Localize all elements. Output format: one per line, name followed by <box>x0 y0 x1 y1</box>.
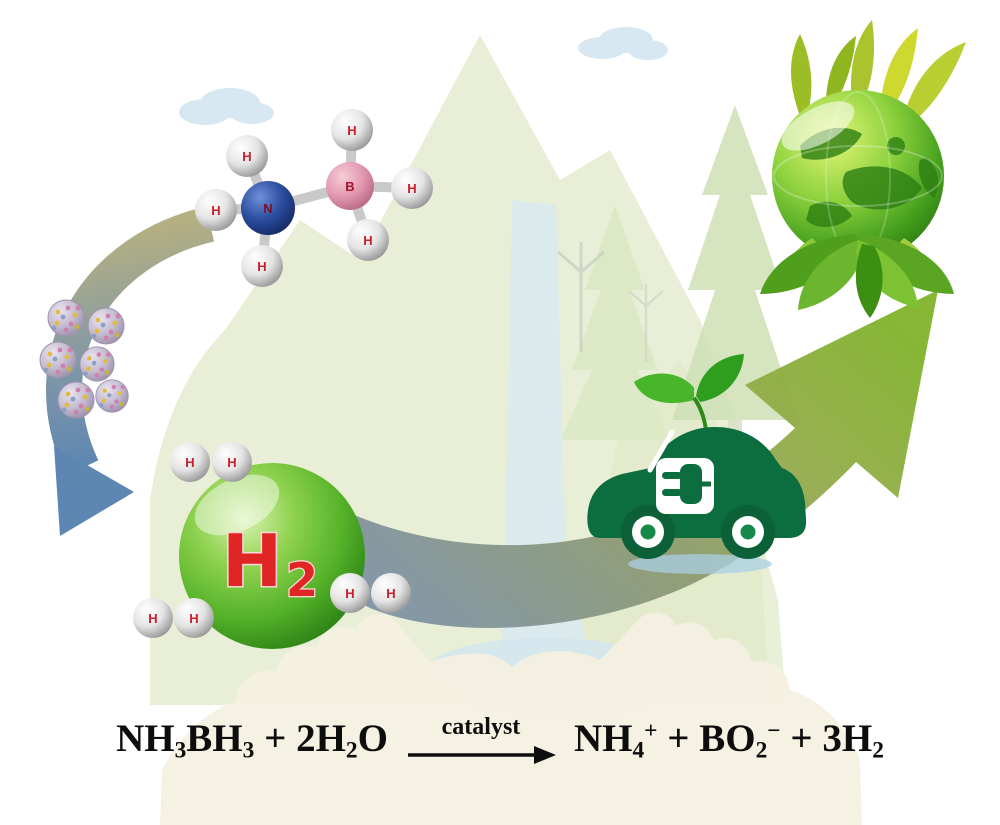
atom-label-h: H <box>242 149 251 164</box>
catalyst-nanoparticle-icon <box>47 299 85 337</box>
atom-label-h: H <box>189 611 198 626</box>
leaf-icon <box>760 234 858 294</box>
catalyst-nanoparticle-icon <box>87 307 125 345</box>
atom-label-h: H <box>363 233 372 248</box>
cloud <box>179 88 274 125</box>
pine-tree <box>672 105 798 460</box>
atom-label-b: B <box>345 179 354 194</box>
atom-label-h: H <box>211 203 220 218</box>
windmill <box>628 284 664 362</box>
atom-label-h: H <box>185 455 194 470</box>
charging-plug-icon <box>656 458 714 514</box>
hydrogen-atom <box>391 167 433 209</box>
grass-blade <box>791 34 812 118</box>
green-car <box>587 354 807 574</box>
equation-rhs: NH4+ + BO2− + 3H2 <box>573 716 884 764</box>
grass-blade <box>880 28 918 118</box>
atom-label-h: H <box>345 586 354 601</box>
car-wheel <box>621 505 675 559</box>
windmill <box>557 242 605 352</box>
leaf-icon <box>696 354 744 402</box>
atom-label-h: H <box>227 455 236 470</box>
waterfall <box>500 200 586 655</box>
cloud <box>578 27 668 60</box>
leaf-icon <box>798 240 864 310</box>
hydrogen-atom <box>241 245 283 287</box>
pine-tree <box>560 205 670 440</box>
car-wheel <box>721 505 775 559</box>
reaction-arrow-block: catalyst <box>406 715 556 766</box>
h2-bubble: H 2 <box>179 463 365 649</box>
h2-molecule: H H <box>133 598 214 638</box>
grass-blade <box>850 20 875 110</box>
chemical-equation: NH3BH3 + 2H2O catalyst NH4+ + BO2− + 3H2 <box>0 698 1000 782</box>
h2-bubble-label: H <box>222 519 282 603</box>
catalyst-nanoparticle-icon <box>79 346 115 382</box>
globe-highlight <box>781 101 855 151</box>
atom-label-h: H <box>148 611 157 626</box>
h2-bubble-highlight <box>194 474 280 536</box>
atom-label-h: H <box>347 123 356 138</box>
reaction-arrow-icon <box>407 745 556 764</box>
nitrogen-atom <box>241 181 295 235</box>
left-cycle-arrowhead <box>54 446 134 536</box>
hydrogen-atom <box>226 135 268 177</box>
leaf-stem <box>692 396 708 431</box>
leaf-icon <box>858 234 954 294</box>
hydrogen-atom <box>347 219 389 261</box>
catalyst-nanoparticle-icon <box>95 379 129 413</box>
atom-label-h: H <box>257 259 266 274</box>
catalyst-nanoparticle-icon <box>57 381 95 419</box>
ammonia-borane-molecule: H H H H H H B N <box>195 109 433 287</box>
cupped-hand-left <box>160 614 512 825</box>
grass-blade <box>826 36 856 110</box>
boron-atom <box>326 162 374 210</box>
hydrogen-atom <box>195 189 237 231</box>
car-shadow <box>628 554 772 574</box>
leaf-icon <box>634 373 694 404</box>
grass-blade <box>902 42 966 128</box>
h2-molecule: H H <box>330 573 411 613</box>
swoosh-arrow <box>322 290 938 628</box>
equation-lhs: NH3BH3 + 2H2O <box>116 716 388 764</box>
catalyst-label: catalyst <box>441 713 521 740</box>
h2-molecule: H H <box>170 442 252 482</box>
atom-label-h: H <box>386 586 395 601</box>
grass-blades <box>791 20 966 128</box>
windshield-line <box>647 429 675 473</box>
green-earth-globe <box>760 20 966 318</box>
cupped-hand-right <box>512 612 862 825</box>
catalyst-nanoparticle-icon <box>39 341 77 379</box>
earth-leaves <box>760 234 954 318</box>
h2-bubble-sphere <box>179 463 365 649</box>
h2-molecules: H H H H H H <box>133 442 411 638</box>
hydrogen-atom <box>331 109 373 151</box>
globe-equator-line <box>773 145 943 207</box>
atom-label-n: N <box>263 201 272 216</box>
leaf-icon <box>855 244 883 318</box>
atom-label-h: H <box>407 181 416 196</box>
h2-bubble-label-sub: 2 <box>286 553 318 607</box>
